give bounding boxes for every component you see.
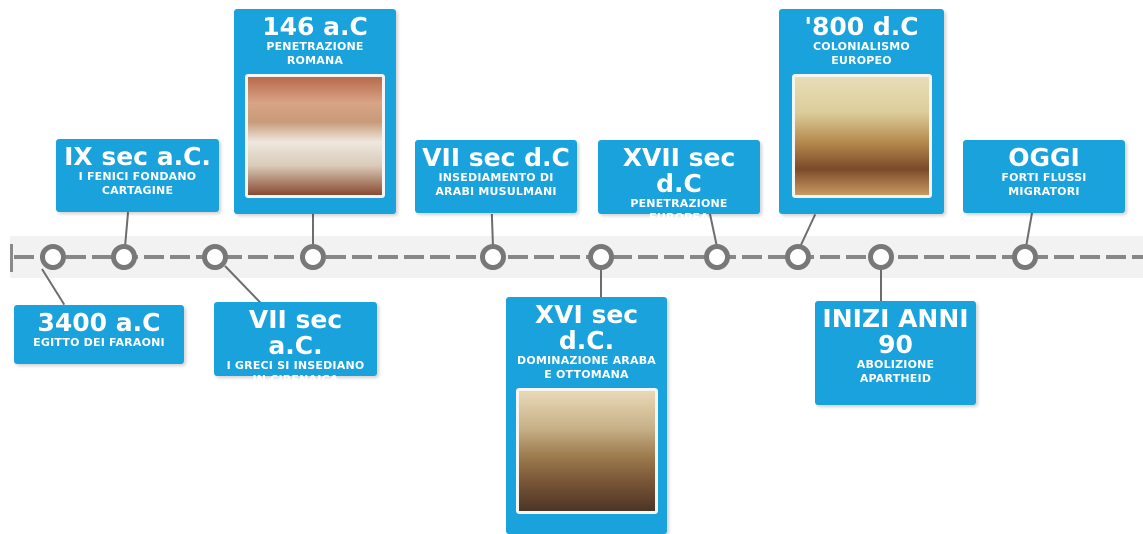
event-date: '800 d.C [804, 12, 919, 41]
connector-146-ac [312, 214, 314, 247]
event-description: APARTHEID [859, 372, 932, 385]
event-description: INSEDIAMENTO DI [438, 171, 554, 184]
event-card-inizi-anni-90[interactable]: INIZI ANNI 90 ABOLIZIONE APARTHEID [815, 301, 976, 405]
event-description: DOMINAZIONE ARABA [516, 354, 656, 367]
event-description: I GRECI SI INSEDIANO [226, 359, 365, 372]
event-description: E OTTOMANA [544, 368, 629, 381]
event-description: CARTAGINE [101, 184, 174, 197]
roman-senators-image [245, 74, 385, 198]
event-card-xvi-sec-dc[interactable]: XVI sec d.C. DOMINAZIONE ARABA E OTTOMAN… [506, 297, 667, 534]
timeline-node-3400-ac[interactable] [40, 244, 66, 270]
event-date: 3400 a.C [37, 308, 161, 337]
event-date: XVII sec d.C [622, 143, 736, 198]
event-card-800-dc[interactable]: '800 d.C COLONIALISMO EUROPEO [779, 9, 944, 214]
event-date: OGGI [1008, 143, 1080, 172]
event-description: EGITTO DEI FARAONI [33, 336, 165, 349]
event-description: MIGRATORI [1008, 185, 1080, 198]
event-description: ARABI MUSULMANI [435, 185, 557, 198]
timeline-node-ix-sec-ac[interactable] [111, 244, 137, 270]
event-date: 146 a.C [262, 12, 368, 41]
timeline-node-vii-sec-ac[interactable] [202, 244, 228, 270]
timeline-node-xvii-sec-dc[interactable] [704, 244, 730, 270]
timeline-node-xvi-sec-dc[interactable] [588, 244, 614, 270]
event-description: COLONIALISMO [813, 40, 910, 53]
event-description: FORTI FLUSSI [1001, 171, 1087, 184]
timeline-node-oggi[interactable] [1012, 244, 1038, 270]
event-card-ix-sec-ac[interactable]: IX sec a.C. I FENICI FONDANO CARTAGINE [56, 139, 219, 212]
event-date: INIZI ANNI [822, 304, 969, 333]
event-description: PENETRAZIONE [630, 197, 728, 210]
timeline-node-146-ac[interactable] [300, 244, 326, 270]
event-description: PENETRAZIONE [266, 40, 364, 53]
event-description: ROMANA [286, 54, 344, 67]
colonial-expedition-image [791, 74, 932, 198]
event-description: EUROPEO [831, 54, 892, 67]
ottoman-army-image [515, 388, 658, 514]
event-date: 90 [878, 330, 913, 359]
timeline-rail [14, 255, 1143, 259]
connector-vii-sec-dc [490, 213, 494, 248]
event-date: IX sec a.C. [64, 142, 211, 171]
timeline-node-800-dc[interactable] [785, 244, 811, 270]
event-description: ABOLIZIONE [856, 358, 935, 371]
event-date: d.C. [558, 326, 615, 355]
event-card-vii-sec-ac[interactable]: VII sec a.C. I GRECI SI INSEDIANO IN CIR… [214, 302, 377, 386]
event-description: IN CIRENAICA [252, 373, 339, 386]
event-date: VII sec d.C [422, 143, 570, 172]
event-card-xvii-sec-dc[interactable]: XVII sec d.C PENETRAZIONE EUROPEA [598, 140, 760, 224]
event-date: XVI sec [534, 300, 639, 329]
timeline-start-cap [10, 244, 13, 272]
event-card-3400-ac[interactable]: 3400 a.C EGITTO DEI FARAONI [14, 305, 184, 364]
event-card-vii-sec-dc[interactable]: VII sec d.C INSEDIAMENTO DI ARABI MUSULM… [415, 140, 577, 213]
event-date: VII sec a.C. [248, 305, 343, 360]
event-description: I FENICI FONDANO [78, 170, 197, 183]
connector-inizi-anni-90 [880, 269, 882, 302]
event-description: EUROPEA [649, 211, 709, 224]
event-card-146-ac[interactable]: 146 a.C PENETRAZIONE ROMANA [234, 9, 396, 214]
event-card-oggi[interactable]: OGGI FORTI FLUSSI MIGRATORI [963, 140, 1125, 213]
timeline-node-inizi-anni-90[interactable] [868, 244, 894, 270]
timeline-node-vii-sec-dc[interactable] [480, 244, 506, 270]
